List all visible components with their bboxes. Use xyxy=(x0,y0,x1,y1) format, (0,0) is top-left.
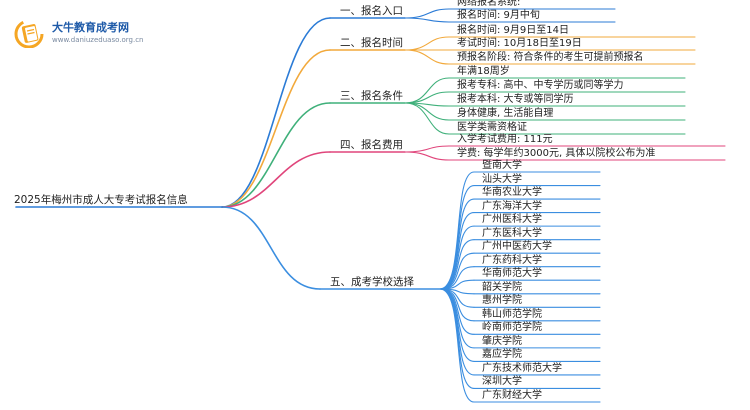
child-node: 广东药科大学 xyxy=(482,254,542,266)
child-node: 网络报名系统: xyxy=(457,0,521,8)
branch-connector xyxy=(221,151,331,208)
child-node: 入学考试费用: 111元 xyxy=(457,134,553,145)
child-node: 岭南师范学院 xyxy=(482,322,542,334)
branch-label: 一、报名入口 xyxy=(340,5,403,17)
child-node: 惠州学院 xyxy=(482,295,522,307)
child-node: 预报名阶段: 符合条件的考生可提前预报名 xyxy=(457,52,644,63)
child-node: 深圳大学 xyxy=(482,376,522,388)
branch-label: 二、报名时间 xyxy=(340,37,403,49)
book-logo-icon xyxy=(14,18,48,49)
child-node: 年满18周岁 xyxy=(457,66,510,77)
child-node: 广东医科大学 xyxy=(482,227,542,239)
child-connector xyxy=(404,151,450,161)
child-node: 华南师范大学 xyxy=(482,268,542,280)
branch-label: 五、成考学校选择 xyxy=(330,276,414,288)
branch-label: 四、报名费用 xyxy=(340,139,403,151)
child-node: 广州医科大学 xyxy=(482,214,542,226)
child-node: 报名时间: 9月9日至14日 xyxy=(457,25,569,36)
child-connector xyxy=(404,77,450,104)
child-node: 肇庆学院 xyxy=(482,335,522,347)
child-node: 暨南大学 xyxy=(482,160,522,171)
child-node: 韩山师范学院 xyxy=(482,308,542,320)
child-connector xyxy=(439,212,475,290)
child-node: 汕头大学 xyxy=(482,173,522,185)
child-node: 报名时间: 9月中旬 xyxy=(457,10,540,21)
child-connector xyxy=(439,184,475,290)
child-node: 报考本科: 大专或等同学历 xyxy=(457,94,574,105)
branch-connector xyxy=(221,102,331,208)
child-node: 考试时间: 10月18日至19日 xyxy=(457,38,582,49)
child-node: 广州中医药大学 xyxy=(482,241,552,253)
child-node: 广东海洋大学 xyxy=(482,200,542,212)
child-connector xyxy=(404,17,450,23)
child-node: 华南农业大学 xyxy=(482,187,542,199)
child-node: 学费: 每学年约3000元, 具体以院校公布为准 xyxy=(457,148,656,159)
logo-name: 大牛教育成考网 xyxy=(52,21,129,34)
logo-url: www.daniuzeduaso.org.cn xyxy=(52,36,144,44)
child-node: 韶关学院 xyxy=(482,281,522,293)
branch-connector xyxy=(221,206,321,290)
root-topic: 2025年梅州市成人大专考试报名信息 xyxy=(14,194,188,206)
child-node: 嘉应学院 xyxy=(482,349,522,361)
child-connector xyxy=(439,288,475,403)
child-connector xyxy=(404,91,450,104)
child-connector xyxy=(404,8,450,19)
child-connector xyxy=(439,288,475,308)
child-connector xyxy=(404,49,450,65)
child-connector xyxy=(439,198,475,290)
branch-label: 三、报名条件 xyxy=(340,90,403,102)
branch-connector xyxy=(221,17,331,208)
child-node: 身体健康, 生活能自理 xyxy=(457,108,554,119)
child-node: 广东技术师范大学 xyxy=(482,362,562,374)
child-connector xyxy=(404,36,450,51)
child-connector xyxy=(439,171,475,290)
child-node: 广东财经大学 xyxy=(482,390,542,401)
child-connector xyxy=(404,145,450,153)
logo: 大牛教育成考网 www.daniuzeduaso.org.cn xyxy=(14,18,144,49)
child-connector xyxy=(404,102,450,135)
branch-connector xyxy=(221,49,331,208)
child-node: 医学类需资格证 xyxy=(457,122,527,133)
child-node: 报考专科: 高中、中专学历或同等学力 xyxy=(457,80,624,91)
